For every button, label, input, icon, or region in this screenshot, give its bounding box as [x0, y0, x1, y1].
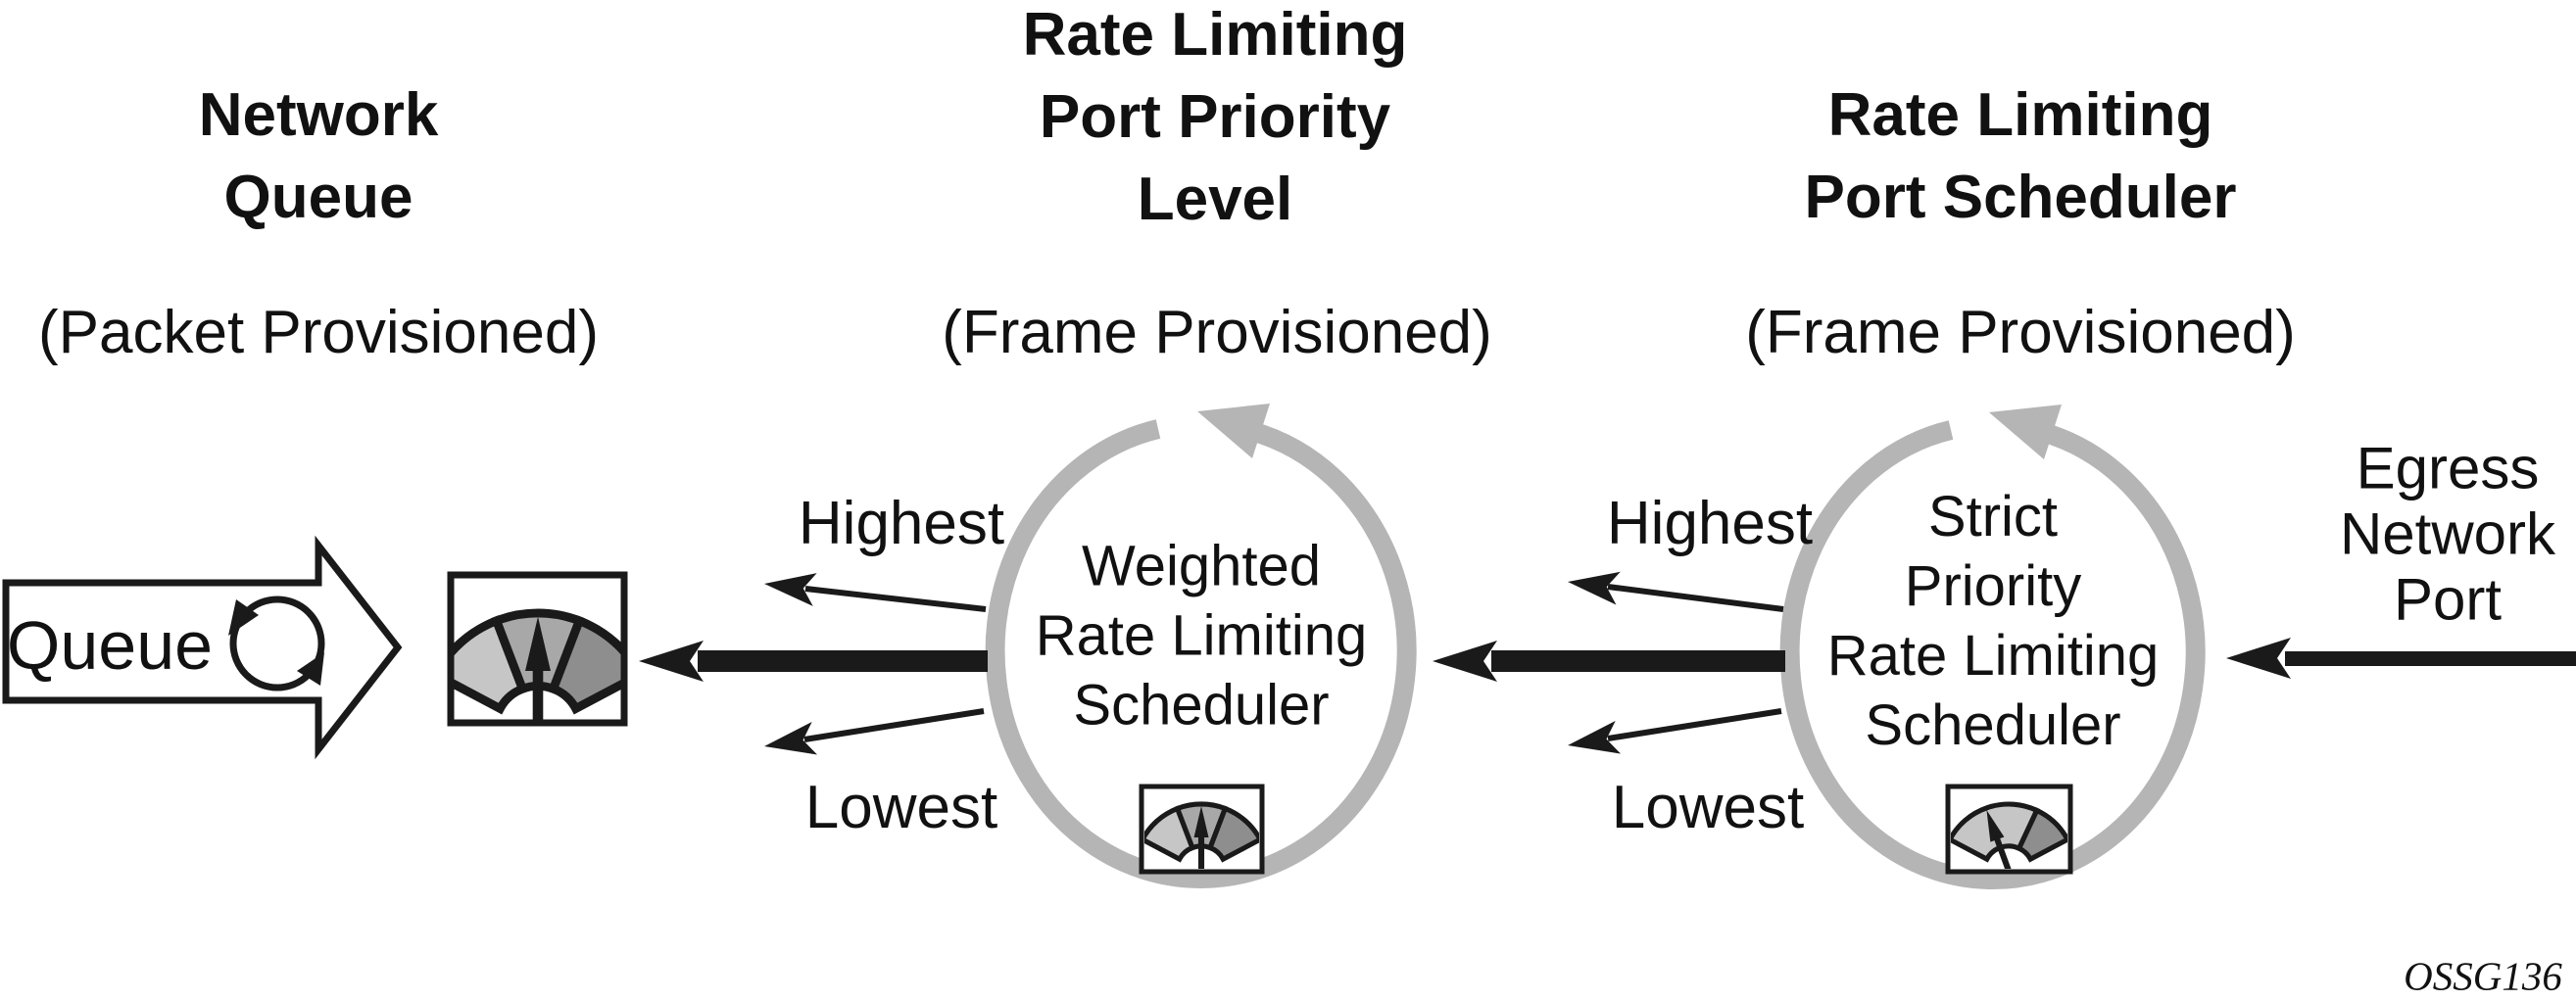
weighted-scheduler-loop-icon — [985, 404, 1417, 888]
strict-lowest-label: Lowest — [1611, 774, 1805, 841]
title-line: Port Priority — [1039, 83, 1391, 151]
column-title-network-queue: Network Queue — [199, 74, 439, 239]
weighted-lowest-label: Lowest — [804, 774, 998, 841]
title-line: Queue — [223, 164, 413, 231]
queue-label: Queue — [6, 607, 214, 684]
flow-arrow-egress-to-strict — [2226, 638, 2576, 679]
strict-scheduler-label: Strict Priority Rate Limiting Scheduler — [1827, 482, 2159, 760]
scheduler-line: Strict — [1927, 485, 2059, 548]
strict-highest-arrow — [1565, 565, 1784, 612]
scheduler-line: Rate Limiting — [1826, 624, 2160, 688]
strict-scheduler-loop-icon — [1779, 405, 2206, 890]
subtitle-frame-provisioned-left: (Frame Provisioned) — [942, 299, 1492, 366]
weighted-highest-label: Highest — [798, 490, 1005, 557]
flow-arrow-weighted-to-queue — [639, 641, 988, 682]
scheduler-line: Scheduler — [1865, 693, 2121, 757]
strict-lowest-arrow — [1565, 708, 1782, 762]
weighted-scheduler-label: Weighted Rate Limiting Scheduler — [1036, 532, 1367, 740]
weighted-highest-arrow — [762, 567, 987, 612]
subtitle-packet-provisioned: (Packet Provisioned) — [37, 299, 600, 366]
column-title-port-scheduler: Rate Limiting Port Scheduler — [1805, 74, 2237, 239]
weighted-meter-border — [1139, 784, 1265, 875]
scheduler-line: Rate Limiting — [1035, 603, 1368, 668]
strict-highest-label: Highest — [1606, 490, 1814, 557]
egress-network-port-label: Egress Network Port — [2340, 436, 2555, 633]
title-line: Network — [198, 81, 439, 149]
scheduler-line: Priority — [1904, 554, 2082, 618]
network-queue-meter-border — [447, 571, 628, 727]
scheduler-line: Weighted — [1082, 534, 1321, 598]
title-line: Port Scheduler — [1804, 164, 2237, 231]
figure-id-label: OSSG136 — [2404, 953, 2562, 999]
scheduler-line: Scheduler — [1073, 673, 1330, 738]
weighted-lowest-arrow — [761, 708, 985, 763]
title-line: Level — [1137, 166, 1293, 233]
egress-line: Port — [2393, 566, 2503, 633]
queue-recycle-icon — [228, 596, 325, 691]
queue-flow-arrow-shape — [2, 535, 403, 760]
title-line: Rate Limiting — [1827, 81, 2213, 149]
egress-line: Network — [2339, 500, 2556, 567]
flow-arrow-strict-to-weighted — [1433, 641, 1785, 682]
subtitle-frame-provisioned-right: (Frame Provisioned) — [1745, 299, 2296, 366]
column-title-port-priority-level: Rate Limiting Port Priority Level — [1023, 0, 1408, 241]
egress-line: Egress — [2356, 435, 2540, 501]
strict-meter-border — [1945, 784, 2073, 875]
title-line: Rate Limiting — [1022, 1, 1408, 69]
